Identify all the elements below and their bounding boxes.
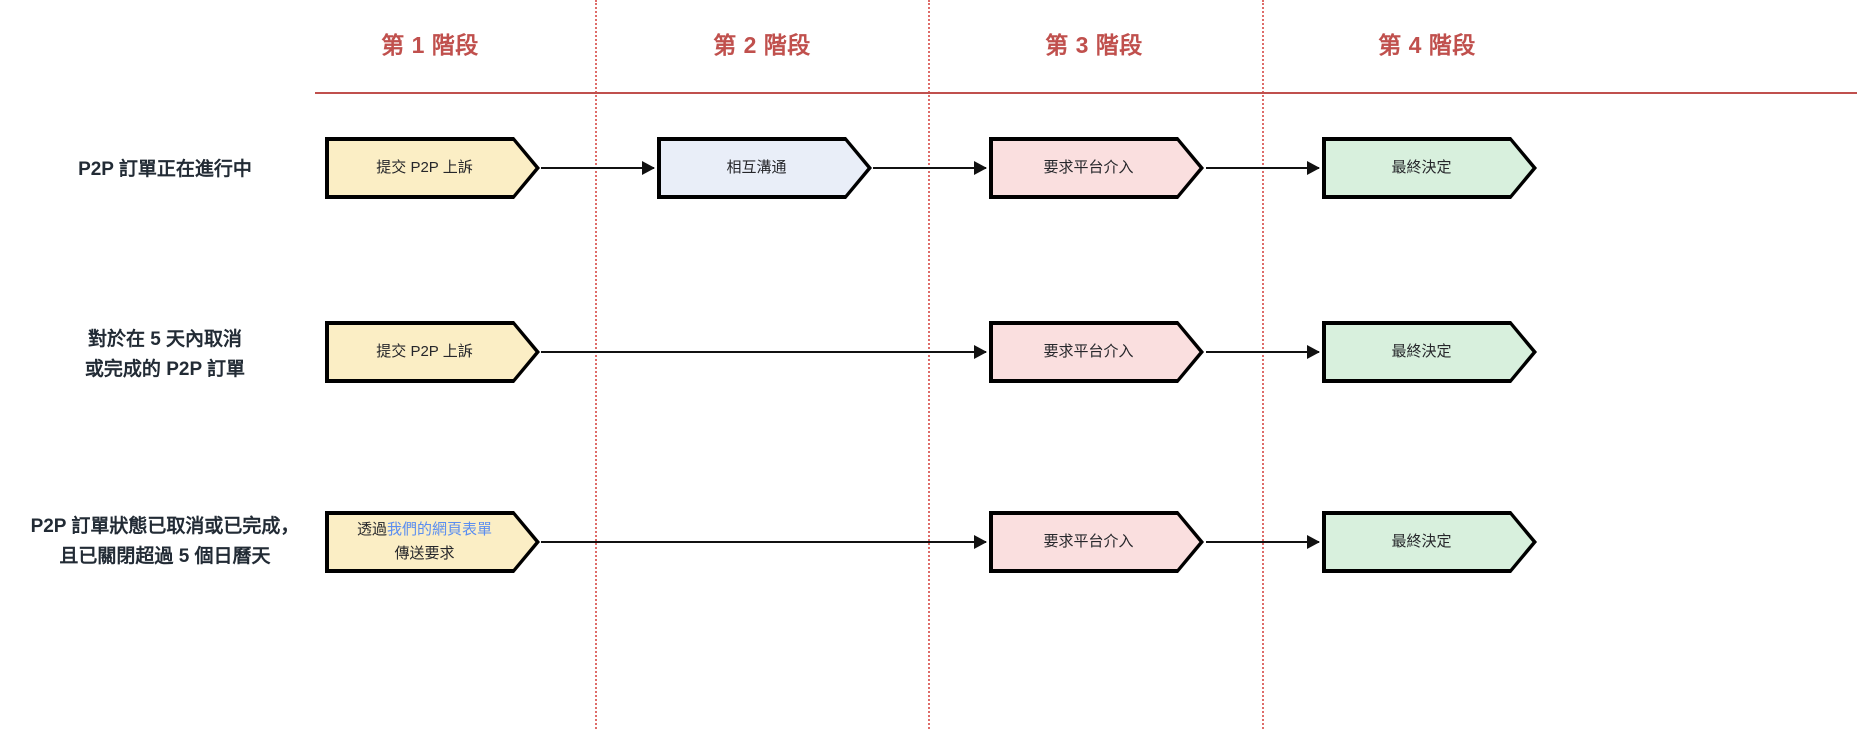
stage-divider-2 (928, 0, 930, 729)
flow-node-r3-3[interactable]: 最終決定 (1322, 511, 1537, 573)
row-label-1: P2P 訂單正在進行中 (78, 159, 252, 180)
flow-node-label: 最終決定 (1391, 343, 1452, 360)
flow-node-label: 要求平台介入 (1043, 343, 1134, 360)
connector-arrow-r2-2 (1206, 351, 1319, 353)
flow-node-label: 最終決定 (1391, 159, 1452, 176)
stage-header-2: 第 2 階段 (713, 32, 811, 58)
flow-node-label: 相互溝通 (726, 159, 787, 176)
row-label-3: P2P 訂單狀態已取消或已完成， 且已關閉超過 5 個日曆天 (30, 516, 300, 567)
connector-arrow-r1-3 (1206, 167, 1319, 169)
flow-node-r2-3[interactable]: 最終決定 (1322, 321, 1537, 383)
stage-header-1: 第 1 階段 (381, 32, 479, 58)
web-form-link[interactable]: 我們的網頁表單 (387, 521, 493, 538)
flow-node-label: 提交 P2P 上訴 (376, 159, 473, 176)
connector-arrow-r1-2 (873, 167, 986, 169)
flow-node-r1-4[interactable]: 最終決定 (1322, 137, 1537, 199)
connector-arrow-r3-1 (541, 541, 986, 543)
stage-underline (315, 92, 1857, 94)
flow-node-r3-2[interactable]: 要求平台介入 (989, 511, 1204, 573)
stage-divider-1 (595, 0, 597, 729)
stage-header-3: 第 3 階段 (1045, 32, 1143, 58)
flow-node-r3-1[interactable]: 透過我們的網頁表單傳送要求 (325, 511, 540, 573)
flow-node-label: 最終決定 (1391, 533, 1452, 550)
connector-arrow-r2-1 (541, 351, 986, 353)
stage-divider-3 (1262, 0, 1264, 729)
flow-node-label: 透過我們的網頁表單傳送要求 (357, 518, 492, 566)
flow-node-r1-1[interactable]: 提交 P2P 上訴 (325, 137, 540, 199)
flow-node-r2-2[interactable]: 要求平台介入 (989, 321, 1204, 383)
flow-node-r1-2[interactable]: 相互溝通 (657, 137, 872, 199)
row-label-2: 對於在 5 天內取消 或完成的 P2P 訂單 (84, 329, 246, 380)
node-text-prefix: 透過 (356, 521, 387, 538)
flow-node-label: 要求平台介入 (1043, 533, 1134, 550)
flow-node-r2-1[interactable]: 提交 P2P 上訴 (325, 321, 540, 383)
node-text-suffix: 傳送要求 (394, 545, 455, 562)
connector-arrow-r1-1 (541, 167, 654, 169)
flow-node-label: 要求平台介入 (1043, 159, 1134, 176)
connector-arrow-r3-2 (1206, 541, 1319, 543)
flow-node-label: 提交 P2P 上訴 (376, 343, 473, 360)
stage-header-4: 第 4 階段 (1378, 32, 1476, 58)
flow-node-r1-3[interactable]: 要求平台介入 (989, 137, 1204, 199)
